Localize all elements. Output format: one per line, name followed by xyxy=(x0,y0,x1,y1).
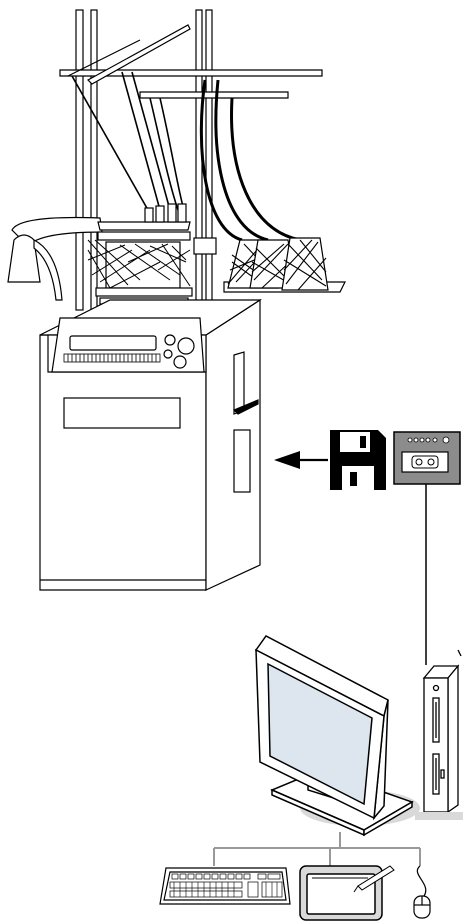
floppy-disk-icon xyxy=(330,430,386,490)
knitting-machine xyxy=(7,9,346,591)
keypad xyxy=(63,353,161,363)
yarn-feeders xyxy=(144,203,187,223)
keyboard-icon xyxy=(159,867,291,905)
disk-drive-icon xyxy=(393,431,461,485)
frame-posts xyxy=(75,9,213,311)
tablet-icon xyxy=(299,865,395,921)
panel-button xyxy=(163,349,173,359)
sensor-box xyxy=(193,237,217,255)
monitor-icon xyxy=(254,635,420,837)
control-panel xyxy=(47,317,207,373)
panel-dial xyxy=(177,337,195,355)
cylinder-yarn xyxy=(87,239,191,289)
arrow-floppy-to-machine xyxy=(274,451,328,469)
display-screen xyxy=(69,335,157,351)
peripheral-connectors xyxy=(213,832,421,866)
side-slot xyxy=(233,429,251,493)
tower-pc-icon xyxy=(415,649,463,820)
stylus-icon xyxy=(353,865,395,893)
yarn-threads xyxy=(71,71,301,242)
needle-cylinder xyxy=(87,203,217,305)
machine-cabinet xyxy=(39,298,263,591)
front-panel xyxy=(63,397,181,429)
hood xyxy=(7,216,103,301)
panel-button xyxy=(164,334,176,346)
yarn-guide-rack xyxy=(59,24,323,99)
panel-button xyxy=(173,355,187,369)
mouse-icon xyxy=(413,865,431,919)
yarn-cone-right xyxy=(281,237,329,291)
side-handle xyxy=(233,351,245,415)
yarn-creel xyxy=(223,237,346,293)
